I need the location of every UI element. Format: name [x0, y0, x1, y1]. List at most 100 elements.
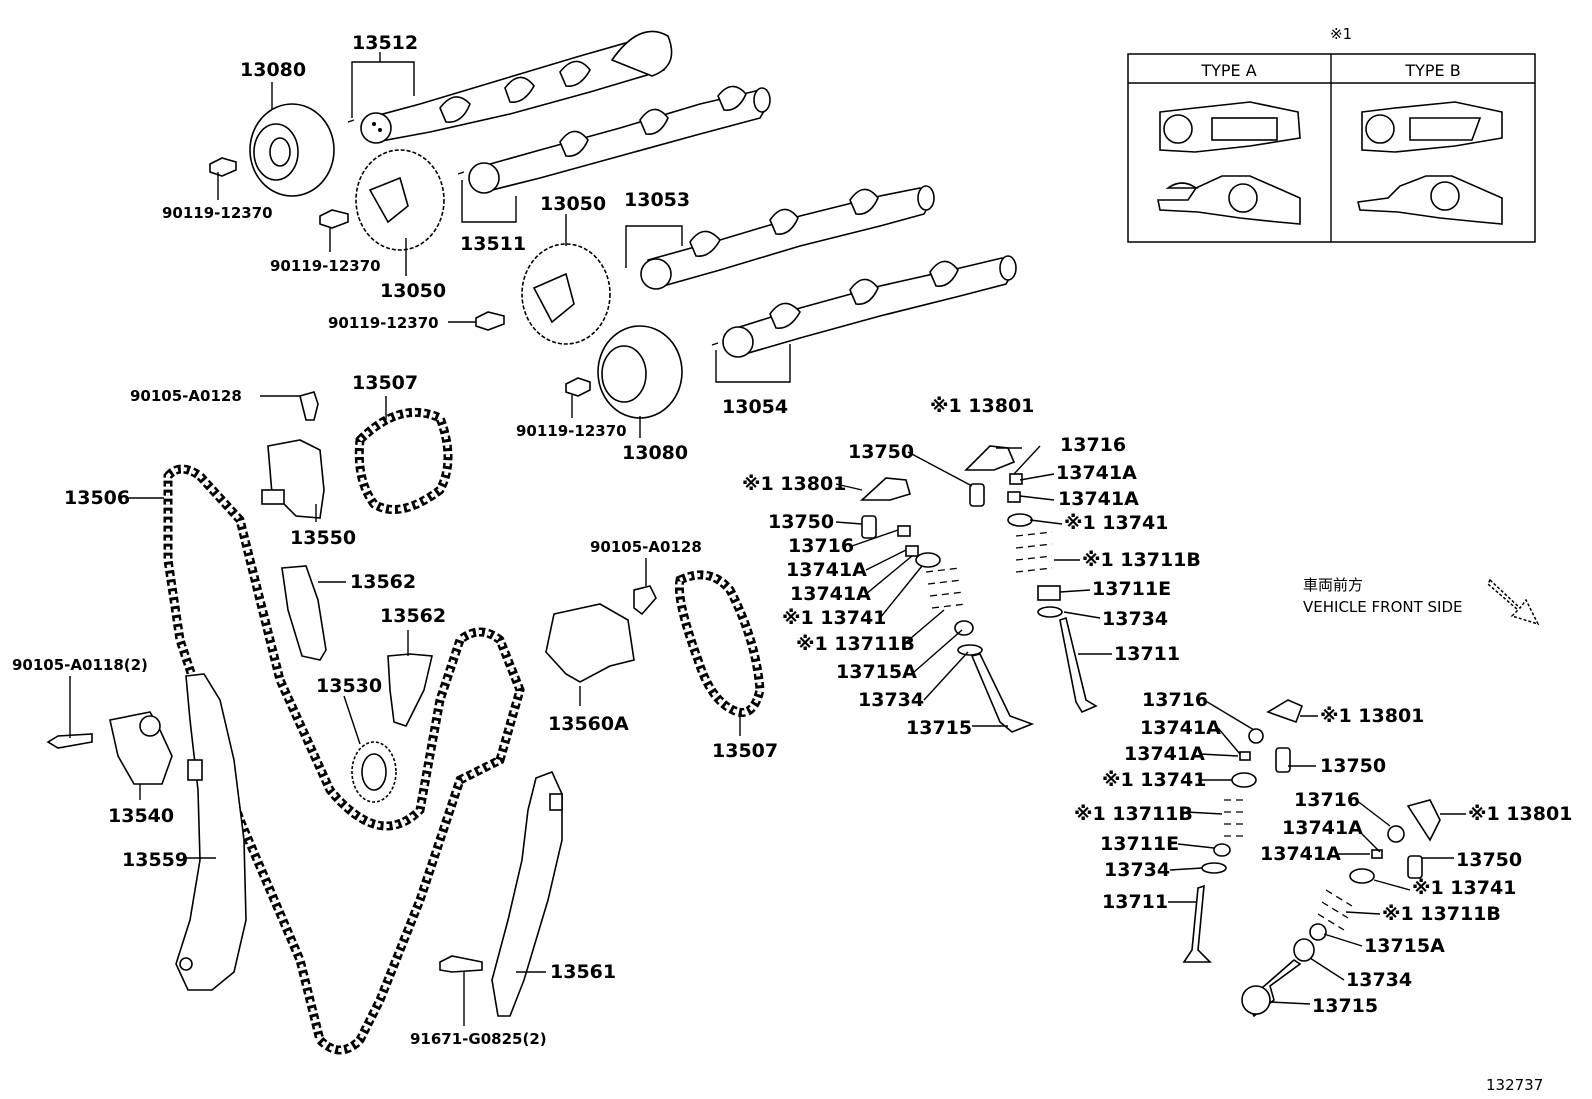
valve-assembly-4: [1241, 799, 1441, 1018]
label-v4-13801: ※1 13801: [1468, 803, 1572, 825]
valve-assembly-1: [964, 445, 1098, 714]
timing-chain-13506: [163, 464, 525, 1055]
label-13053: 13053: [624, 189, 690, 211]
crank-sprocket-13530: [351, 741, 397, 803]
label-13080-bottom: 13080: [622, 442, 688, 464]
camshaft-3: [640, 185, 935, 290]
sprocket-13050-mid: [521, 243, 611, 345]
label-v2-13741a-2: 13741A: [790, 583, 871, 605]
front-side-jp: 車両前方: [1303, 576, 1363, 594]
label-13562-a: 13562: [350, 571, 416, 593]
label-v3-13741: ※1 13741: [1102, 769, 1206, 791]
label-bolt-90105-a0118: 90105-A0118(2): [12, 656, 148, 674]
label-13507-bottom: 13507: [712, 740, 778, 762]
label-v4-13734: 13734: [1346, 969, 1412, 991]
label-v2-13715a: 13715A: [836, 661, 917, 683]
vvt-gear-13080-bottom: [597, 325, 683, 419]
label-v2-13734: 13734: [858, 689, 924, 711]
part-labels: 13512 13080 90119-12370 90119-12370 1305…: [12, 32, 1572, 1048]
label-v4-13741a-2: 13741A: [1260, 843, 1341, 865]
label-v4-13711b: ※1 13711B: [1382, 903, 1501, 925]
label-v1-13711b: ※1 13711B: [1082, 549, 1201, 571]
note-symbol: ※1: [1330, 25, 1352, 43]
label-v1-13716: 13716: [1060, 434, 1126, 456]
label-v3-13734: 13734: [1104, 859, 1170, 881]
camshaft-4: [722, 255, 1017, 358]
type-b-rocker-icon: [1357, 101, 1503, 225]
label-13561: 13561: [550, 961, 616, 983]
label-v2-13711b: ※1 13711B: [796, 633, 915, 655]
tensioner-13540: [109, 711, 173, 785]
label-13511: 13511: [460, 233, 526, 255]
label-13080-top: 13080: [240, 59, 306, 81]
type-b-header: TYPE B: [1404, 61, 1460, 80]
label-v3-13716: 13716: [1142, 689, 1208, 711]
label-v3-13711: 13711: [1102, 891, 1168, 913]
label-bolt-90119-c: 90119-12370: [328, 314, 439, 332]
type-a-header: TYPE A: [1200, 61, 1256, 80]
label-v4-13715a: 13715A: [1364, 935, 1445, 957]
label-v2-13716: 13716: [788, 535, 854, 557]
label-v4-13716: 13716: [1294, 789, 1360, 811]
tensioner-13560a: [545, 603, 635, 683]
label-v3-13711b: ※1 13711B: [1074, 803, 1193, 825]
label-bolt-90105-b: 90105-A0128: [590, 538, 702, 556]
label-v3-13741a-1: 13741A: [1140, 717, 1221, 739]
label-v2-13741: ※1 13741: [782, 607, 886, 629]
label-v1-13750: 13750: [848, 441, 914, 463]
camshaft-2: [468, 85, 771, 194]
label-v3-13741a-2: 13741A: [1124, 743, 1205, 765]
diagram-number: 132737: [1486, 1076, 1543, 1094]
label-13559: 13559: [122, 849, 188, 871]
label-bolt-90105-a: 90105-A0128: [130, 387, 242, 405]
label-v1-13734: 13734: [1102, 608, 1168, 630]
label-v4-13750: 13750: [1456, 849, 1522, 871]
label-13507-top: 13507: [352, 372, 418, 394]
chain-guide-13559: [175, 673, 247, 991]
slipper-13562-a: [281, 565, 327, 661]
label-v3-13801: ※1 13801: [1320, 705, 1424, 727]
label-v2-13715: 13715: [906, 717, 972, 739]
label-13512: 13512: [352, 32, 418, 54]
label-13050-left: 13050: [380, 280, 446, 302]
label-v2-13741a-1: 13741A: [786, 559, 867, 581]
label-13540: 13540: [108, 805, 174, 827]
label-bolt-91671: 91671-G0825(2): [410, 1030, 547, 1048]
label-bolt-90119-d: 90119-12370: [516, 422, 627, 440]
label-13050-right: 13050: [540, 193, 606, 215]
label-v2-13801: ※1 13801: [742, 473, 846, 495]
label-v4-13741a-1: 13741A: [1282, 817, 1363, 839]
label-13530: 13530: [316, 675, 382, 697]
front-arrow-icon: [1487, 578, 1540, 626]
label-v1-13711e: 13711E: [1092, 578, 1171, 600]
label-13054: 13054: [722, 396, 788, 418]
label-v3-13750: 13750: [1320, 755, 1386, 777]
label-v1-13741a-2: 13741A: [1058, 488, 1139, 510]
vvt-gear-13080-top: [249, 103, 335, 197]
leader-lines: [69, 52, 1466, 1026]
front-side-en: VEHICLE FRONT SIDE: [1303, 598, 1463, 616]
label-13506: 13506: [64, 487, 130, 509]
label-bolt-90119-b: 90119-12370: [270, 257, 381, 275]
camshaft-1: [360, 30, 673, 144]
label-13560a: 13560A: [548, 713, 629, 735]
label-v1-13741: ※1 13741: [1064, 512, 1168, 534]
label-13550: 13550: [290, 527, 356, 549]
valve-assembly-2: [859, 477, 1035, 733]
label-v1-13711: 13711: [1114, 643, 1180, 665]
chain-guide-13561: [491, 770, 563, 1017]
front-side-indicator: 車両前方 VEHICLE FRONT SIDE: [1303, 576, 1540, 626]
bolt-icons: [46, 157, 657, 973]
label-v1-13741a-1: 13741A: [1056, 462, 1137, 484]
cam-chain-13507-bottom: [674, 570, 765, 718]
slipper-13562-b: [387, 653, 433, 727]
valve-assembly-3: [1182, 699, 1304, 963]
label-v2-13750: 13750: [768, 511, 834, 533]
label-v3-13711e: 13711E: [1100, 833, 1179, 855]
cam-chain-13507-top: [354, 407, 453, 515]
label-bolt-90119-a: 90119-12370: [162, 204, 273, 222]
sprocket-13050-top: [355, 149, 445, 251]
type-inset: ※1 TYPE A TYPE B: [1127, 25, 1536, 243]
label-v4-13741: ※1 13741: [1412, 877, 1516, 899]
